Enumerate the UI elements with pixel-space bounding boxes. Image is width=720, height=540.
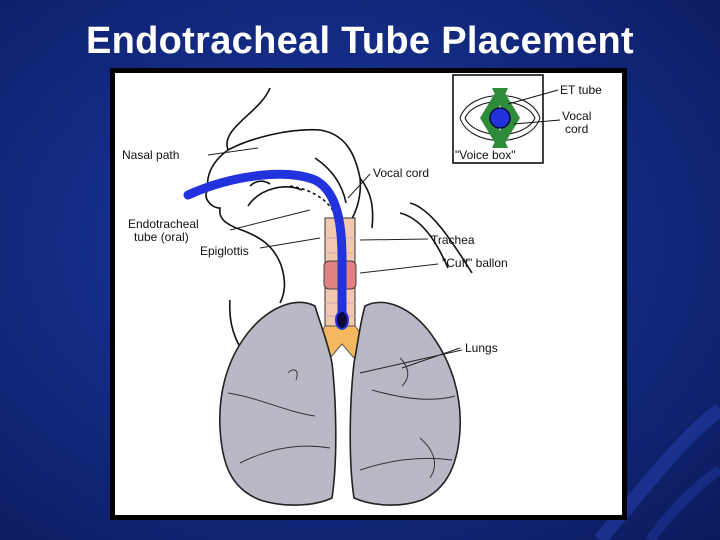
voice-box-inset [452, 74, 561, 164]
label-trachea: Trachea [431, 233, 475, 247]
endotracheal-tube [183, 169, 347, 323]
label-nasal-path: Nasal path [122, 148, 179, 162]
label-vocal-cord: Vocal cord [373, 166, 429, 180]
label-cuff-balloon: "Cuff" ballon [442, 256, 508, 270]
inset-label-voice-box: "Voice box" [455, 148, 516, 162]
inset-label-cord: cord [565, 122, 588, 136]
inset-label-et-tube: ET tube [560, 83, 602, 97]
intubation-diagram: Nasal path Endotracheal tube (oral) Epig… [110, 68, 627, 520]
inset-label-vocal: Vocal [562, 109, 591, 123]
slide-title: Endotracheal Tube Placement [86, 20, 634, 62]
label-endotracheal-line1: Endotracheal [128, 217, 199, 231]
label-lungs: Lungs [465, 341, 498, 355]
label-endotracheal-line2: tube (oral) [134, 230, 189, 244]
label-epiglottis: Epiglottis [200, 244, 249, 258]
